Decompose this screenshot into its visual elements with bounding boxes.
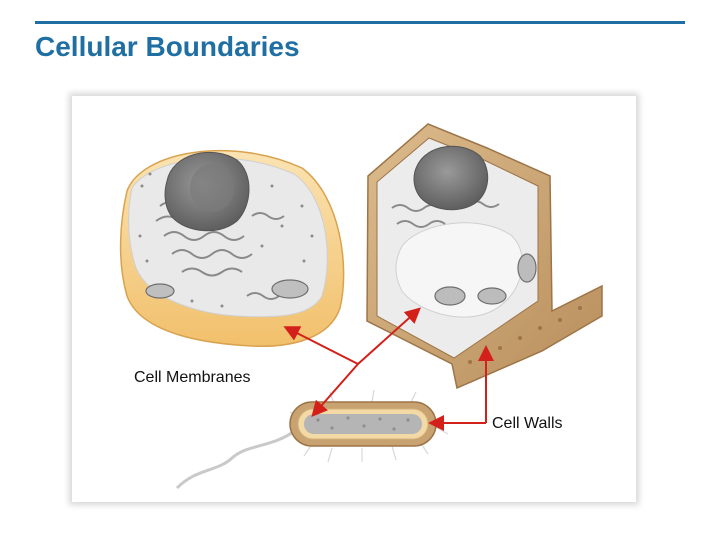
animal-cell: [119, 150, 345, 347]
bacterium-flagellum: [175, 428, 297, 490]
cell-membranes-label: Cell Membranes: [134, 369, 251, 386]
plant-nucleus: [413, 145, 489, 211]
arrow-to-animal-membrane: [283, 326, 359, 365]
pointer-arrows: [283, 307, 494, 431]
arrow-to-bacterium-membrane: [311, 363, 359, 418]
bacterial-cell: [175, 389, 449, 490]
arrow-to-plant-membrane: [357, 307, 421, 365]
plant-cell: [366, 123, 603, 390]
bacterium-cytoplasm: [304, 414, 422, 434]
animal-mitochondrion: [271, 279, 309, 299]
slide-title: Cellular Boundaries: [35, 31, 300, 62]
cell-walls-label: Cell Walls: [492, 415, 563, 432]
plant-chloroplast: [434, 286, 466, 306]
cell-diagram-figure: [72, 96, 636, 502]
title-rule: [35, 21, 685, 24]
